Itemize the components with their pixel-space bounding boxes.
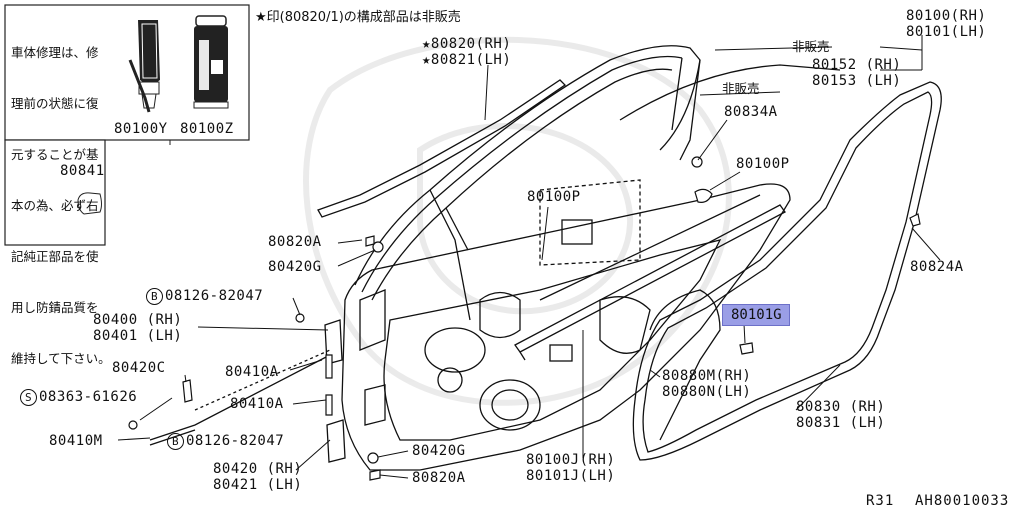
grommet-80420g-top xyxy=(372,241,384,253)
pin-80410a-2 xyxy=(325,394,333,416)
grommet-80420g-bottom xyxy=(367,452,379,464)
label-80880m-rh: 80880M(RH) xyxy=(662,368,752,384)
clip-80820a-top xyxy=(365,235,375,247)
part-label-80841: 80841 xyxy=(60,163,105,179)
label-80824a: 80824A xyxy=(910,259,964,275)
pin-80410a-1 xyxy=(325,354,333,379)
label-80153-lh: 80153 (LH) xyxy=(812,73,902,89)
repair-note-line: 用し防錆品質を xyxy=(11,300,99,315)
clip-80101g xyxy=(739,342,754,355)
highlighted-part-label: 80101G xyxy=(731,307,782,323)
repair-note-line: 理前の状態に復 xyxy=(11,96,99,111)
label-80410a-2: 80410A xyxy=(230,396,284,412)
label-80830-rh: 80830 (RH) xyxy=(796,399,886,415)
repair-note-line: 車体修理は、修 xyxy=(11,45,99,60)
label-80820a-bottom: 80820A xyxy=(412,470,466,486)
part-number: 08363-61626 xyxy=(39,389,138,405)
sealant-tube-icon xyxy=(128,20,160,113)
label-80100j-rh: 80100J(RH) xyxy=(526,452,616,468)
model-code: R31 xyxy=(866,493,895,509)
label-80420g-top: 80420G xyxy=(268,259,322,275)
door-assembly xyxy=(149,45,942,471)
repair-note-line: 本の為、必ず右 xyxy=(11,198,99,213)
screw-08363 xyxy=(128,420,138,430)
label-80831-lh: 80831 (LH) xyxy=(796,415,886,431)
clip-80834a xyxy=(691,156,703,168)
label-80101j-lh: 80101J(LH) xyxy=(526,468,616,484)
clip-80820a-bottom xyxy=(369,469,381,481)
spray-can-icon xyxy=(193,15,229,109)
label-80420-rh: 80420 (RH) xyxy=(213,461,303,477)
screw-s-icon: S xyxy=(20,389,37,406)
fasteners xyxy=(128,156,921,481)
bolt-08126-top xyxy=(295,313,305,323)
label-80400-rh: 80400 (RH) xyxy=(93,312,183,328)
bolt-b-icon: B xyxy=(146,288,163,305)
watermark xyxy=(303,36,732,406)
repair-note-line: 元することが基 xyxy=(11,147,99,162)
part-label-80100z: 80100Z xyxy=(180,121,234,137)
label-80100-rh: 80100(RH) xyxy=(906,8,987,24)
label-80420c: 80420C xyxy=(112,360,166,376)
label-80410a-1: 80410A xyxy=(225,364,279,380)
plate-80420c xyxy=(182,379,193,403)
label-80880n-lh: 80880N(LH) xyxy=(662,384,752,400)
bolt-b-icon: B xyxy=(167,433,184,450)
leader-lines xyxy=(117,35,941,479)
label-80821-lh: ★80821(LH) xyxy=(422,52,512,68)
label-80410m: 80410M xyxy=(49,433,103,449)
plug-80100p xyxy=(694,188,713,203)
repair-note-line: 維持して下さい。 xyxy=(11,351,111,366)
part-number: 08126-82047 xyxy=(165,288,264,304)
repair-note-text: 車体修理は、修 理前の状態に復 元することが基 本の為、必ず右 記純正部品を使 … xyxy=(11,10,111,384)
highlighted-part-80101g[interactable]: 80101G xyxy=(722,304,790,326)
label-80101-lh: 80101(LH) xyxy=(906,24,987,40)
label-80834a: 80834A xyxy=(724,104,778,120)
part-number: 08126-82047 xyxy=(186,433,285,449)
clip-80824a xyxy=(909,213,921,227)
label-80152-rh: 80152 (RH) xyxy=(812,57,902,73)
figure-code: AH80010033 xyxy=(915,493,1010,509)
label-80100p-left: 80100P xyxy=(527,189,581,205)
label-not-sold-1: 非販売 xyxy=(792,39,830,54)
label-80820a-top: 80820A xyxy=(268,234,322,250)
label-80401-lh: 80401 (LH) xyxy=(93,328,183,344)
label-80820-rh: ★80820(RH) xyxy=(422,36,512,52)
label-not-sold-2: 非販売 xyxy=(722,81,760,96)
label-80421-lh: 80421 (LH) xyxy=(213,477,303,493)
star-note: ★印(80820/1)の構成部品は非販売 xyxy=(255,10,461,25)
part-label-80100y: 80100Y xyxy=(114,121,168,137)
label-80420g-bottom: 80420G xyxy=(412,443,466,459)
repair-note-line: 記純正部品を使 xyxy=(11,249,99,264)
patch-icon xyxy=(77,192,102,215)
label-80100p-right: 80100P xyxy=(736,156,790,172)
